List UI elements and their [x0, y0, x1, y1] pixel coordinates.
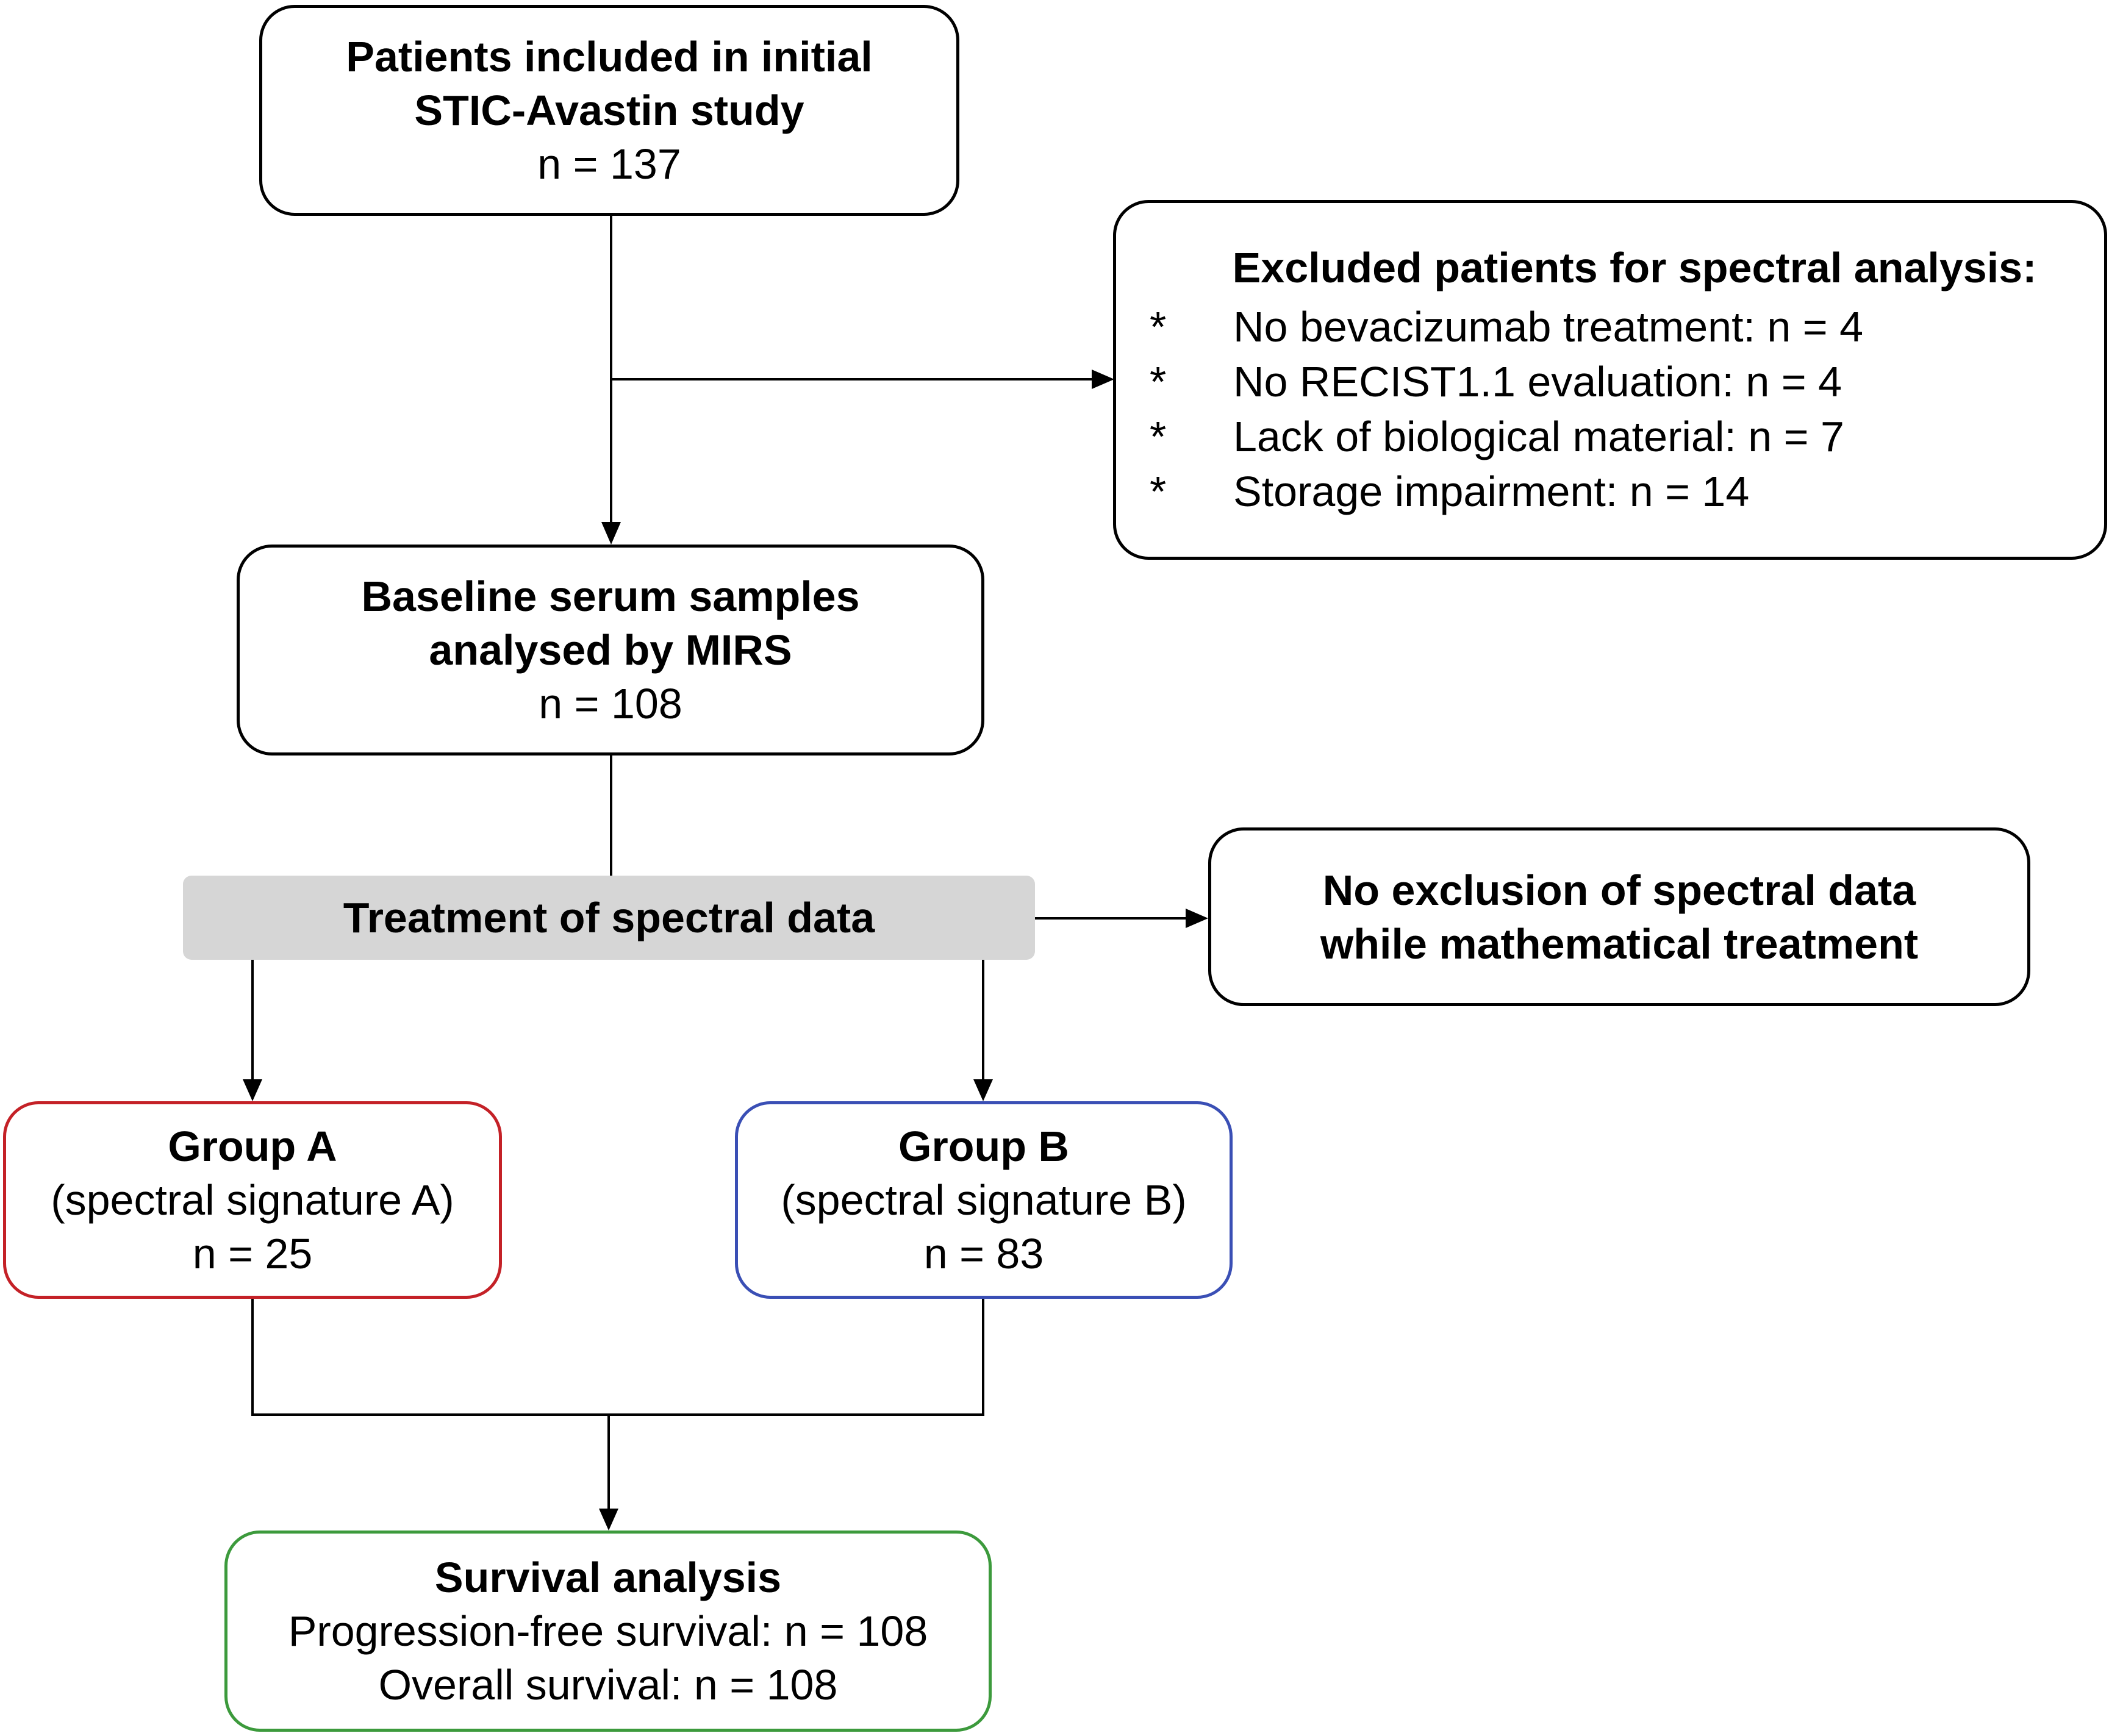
- excluded-item: * No bevacizumab treatment: n = 4: [1150, 299, 2104, 354]
- survival-pfs: Progression-free survival: n = 108: [288, 1607, 928, 1655]
- excluded-item: * Storage impairment: n = 14: [1150, 464, 2104, 519]
- excluded-list: * No bevacizumab treatment: n = 4 * No R…: [1116, 299, 2104, 519]
- excluded-item-label: Lack of biological material: n = 7: [1233, 413, 1844, 460]
- excluded-item-label: Storage impairment: n = 14: [1233, 468, 1750, 515]
- group-b-count: n = 83: [923, 1230, 1044, 1277]
- asterisk-bullet: *: [1150, 468, 1167, 515]
- box-excluded-patients: Excluded patients for spectral analysis:…: [1113, 200, 2107, 560]
- box-group-b: Group B (spectral signature B) n = 83: [735, 1101, 1233, 1299]
- baseline-title-line2: analysed by MIRS: [429, 626, 792, 674]
- box-initial-study: Patients included in initial STIC-Avasti…: [259, 5, 959, 216]
- no-exclusion-line2: while mathematical treatment: [1320, 920, 1919, 968]
- survival-title: Survival analysis: [434, 1554, 782, 1601]
- group-b-title: Group B: [898, 1123, 1069, 1170]
- asterisk-bullet: *: [1150, 358, 1167, 405]
- arrowhead-group-a: [243, 1079, 262, 1101]
- treatment-bar: Treatment of spectral data: [183, 876, 1035, 960]
- excluded-item-label: No RECIST1.1 evaluation: n = 4: [1233, 358, 1842, 405]
- initial-study-count: n = 137: [537, 140, 681, 188]
- no-exclusion-line1: No exclusion of spectral data: [1322, 866, 1916, 914]
- initial-study-title-line2: STIC-Avastin study: [414, 87, 804, 134]
- box-baseline-samples: Baseline serum samples analysed by MIRS …: [237, 545, 984, 755]
- asterisk-bullet: *: [1150, 303, 1167, 351]
- excluded-item: * No RECIST1.1 evaluation: n = 4: [1150, 354, 2104, 409]
- arrowhead-excluded: [1092, 370, 1114, 389]
- excluded-item: * Lack of biological material: n = 7: [1150, 409, 2104, 464]
- excluded-title: Excluded patients for spectral analysis:: [1232, 244, 2037, 291]
- box-no-exclusion: No exclusion of spectral data while math…: [1208, 827, 2030, 1006]
- arrowhead-baseline: [601, 522, 621, 545]
- group-a-subtitle: (spectral signature A): [51, 1176, 454, 1224]
- arrowhead-group-b: [973, 1079, 993, 1101]
- arrowhead-no-exclusion: [1186, 909, 1208, 928]
- survival-os: Overall survival: n = 108: [378, 1661, 838, 1709]
- group-b-subtitle: (spectral signature B): [781, 1176, 1187, 1224]
- baseline-count: n = 108: [539, 680, 682, 727]
- baseline-title-line1: Baseline serum samples: [361, 573, 860, 620]
- initial-study-title-line1: Patients included in initial: [346, 33, 873, 80]
- excluded-item-label: No bevacizumab treatment: n = 4: [1233, 303, 1864, 351]
- group-a-title: Group A: [168, 1123, 337, 1170]
- group-a-count: n = 25: [192, 1230, 313, 1277]
- box-group-a: Group A (spectral signature A) n = 25: [3, 1101, 502, 1299]
- box-survival-analysis: Survival analysis Progression-free survi…: [224, 1531, 992, 1732]
- arrowhead-survival: [599, 1509, 618, 1531]
- asterisk-bullet: *: [1150, 413, 1167, 460]
